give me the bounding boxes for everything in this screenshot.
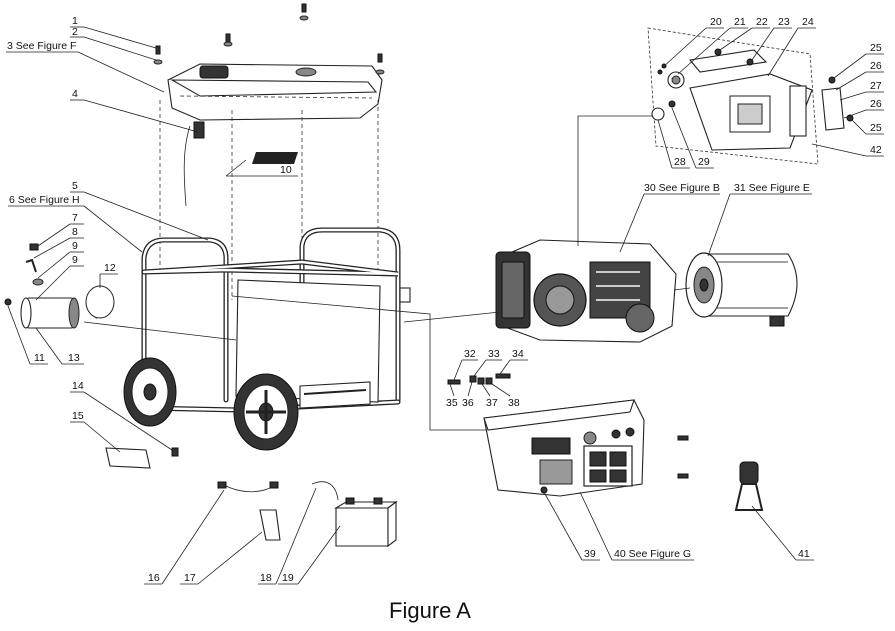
callout-20: 20 — [710, 16, 722, 28]
callout-11: 11 — [34, 352, 45, 364]
engine-link-line — [403, 311, 501, 323]
callout-32: 32 — [464, 348, 476, 360]
callout-1: 1 — [72, 15, 78, 27]
callout-27: 27 — [870, 80, 882, 92]
callout-41: 41 — [798, 548, 810, 560]
bracket-15 — [105, 447, 151, 469]
callout-17: 17 — [184, 572, 196, 584]
callout-33: 33 — [488, 348, 500, 360]
frame-panel-link-line — [231, 295, 486, 431]
callout-40: 40 See Figure G — [614, 548, 691, 560]
remote-key-41 — [734, 461, 764, 511]
fuel-tank — [167, 63, 383, 121]
callout-5: 5 — [72, 180, 78, 192]
callout-14: 14 — [72, 380, 84, 392]
fuel-valve — [183, 121, 205, 207]
callout-39: 39 — [584, 548, 596, 560]
callout-26-lower: 26 — [870, 98, 882, 110]
figure-caption: Figure A — [389, 598, 471, 623]
callout-29: 29 — [698, 156, 710, 168]
engine-30 — [495, 239, 677, 343]
callout-6: 6 See Figure H — [9, 194, 80, 206]
callout-24: 24 — [802, 16, 814, 28]
battery-19 — [334, 497, 398, 548]
callout-12: 12 — [104, 262, 116, 274]
callout-3: 3 See Figure F — [7, 40, 76, 52]
detail-panel-top-right — [647, 27, 854, 165]
callout-10: 10 — [280, 164, 292, 176]
callout-7: 7 — [72, 212, 78, 224]
generator-frame — [141, 227, 411, 423]
callout-28: 28 — [674, 156, 686, 168]
callout-37: 37 — [486, 397, 498, 409]
panel-link-line — [577, 115, 652, 246]
tank-bolts — [153, 3, 385, 75]
callout-26-upper: 26 — [870, 60, 882, 72]
callout-8: 8 — [72, 226, 78, 238]
callout-25-lower: 25 — [870, 122, 882, 134]
callout-15: 15 — [72, 410, 84, 422]
muffler-mount — [299, 381, 371, 409]
callout-19: 19 — [282, 572, 294, 584]
callout-22: 22 — [756, 16, 768, 28]
left-wheel — [123, 357, 177, 427]
air-filter-assembly — [4, 243, 80, 329]
control-panel — [483, 399, 689, 497]
callout-2: 2 — [72, 26, 78, 38]
alternator-31 — [685, 252, 798, 327]
callout-labels: 1 2 3 See Figure F 4 5 6 See Figure H 7 … — [7, 15, 882, 584]
callout-42: 42 — [870, 144, 882, 156]
callout-13: 13 — [68, 352, 80, 364]
callout-9-lower: 9 — [72, 254, 78, 266]
callout-36: 36 — [462, 397, 474, 409]
filter-element-12-disc — [85, 285, 115, 319]
callout-lead-lines — [6, 26, 884, 585]
callout-18: 18 — [260, 572, 272, 584]
right-wheel — [233, 373, 299, 451]
bolt-14 — [171, 447, 179, 457]
callout-4: 4 — [72, 88, 78, 100]
battery-strap-17 — [259, 509, 281, 541]
callout-21: 21 — [734, 16, 746, 28]
callout-34: 34 — [512, 348, 524, 360]
alternator-link-line — [673, 287, 691, 291]
decal-10 — [252, 152, 298, 164]
hardware-32-38 — [447, 373, 511, 385]
callout-23: 23 — [778, 16, 790, 28]
callout-38: 38 — [508, 397, 520, 409]
callout-30: 30 See Figure B — [644, 182, 720, 194]
battery-cable-18 — [311, 481, 339, 501]
callout-31: 31 See Figure E — [734, 182, 810, 194]
callout-25-upper: 25 — [870, 42, 882, 54]
callout-35: 35 — [446, 397, 458, 409]
callout-16: 16 — [148, 572, 160, 584]
callout-9-upper: 9 — [72, 240, 78, 252]
battery-cable-16 — [217, 481, 279, 493]
